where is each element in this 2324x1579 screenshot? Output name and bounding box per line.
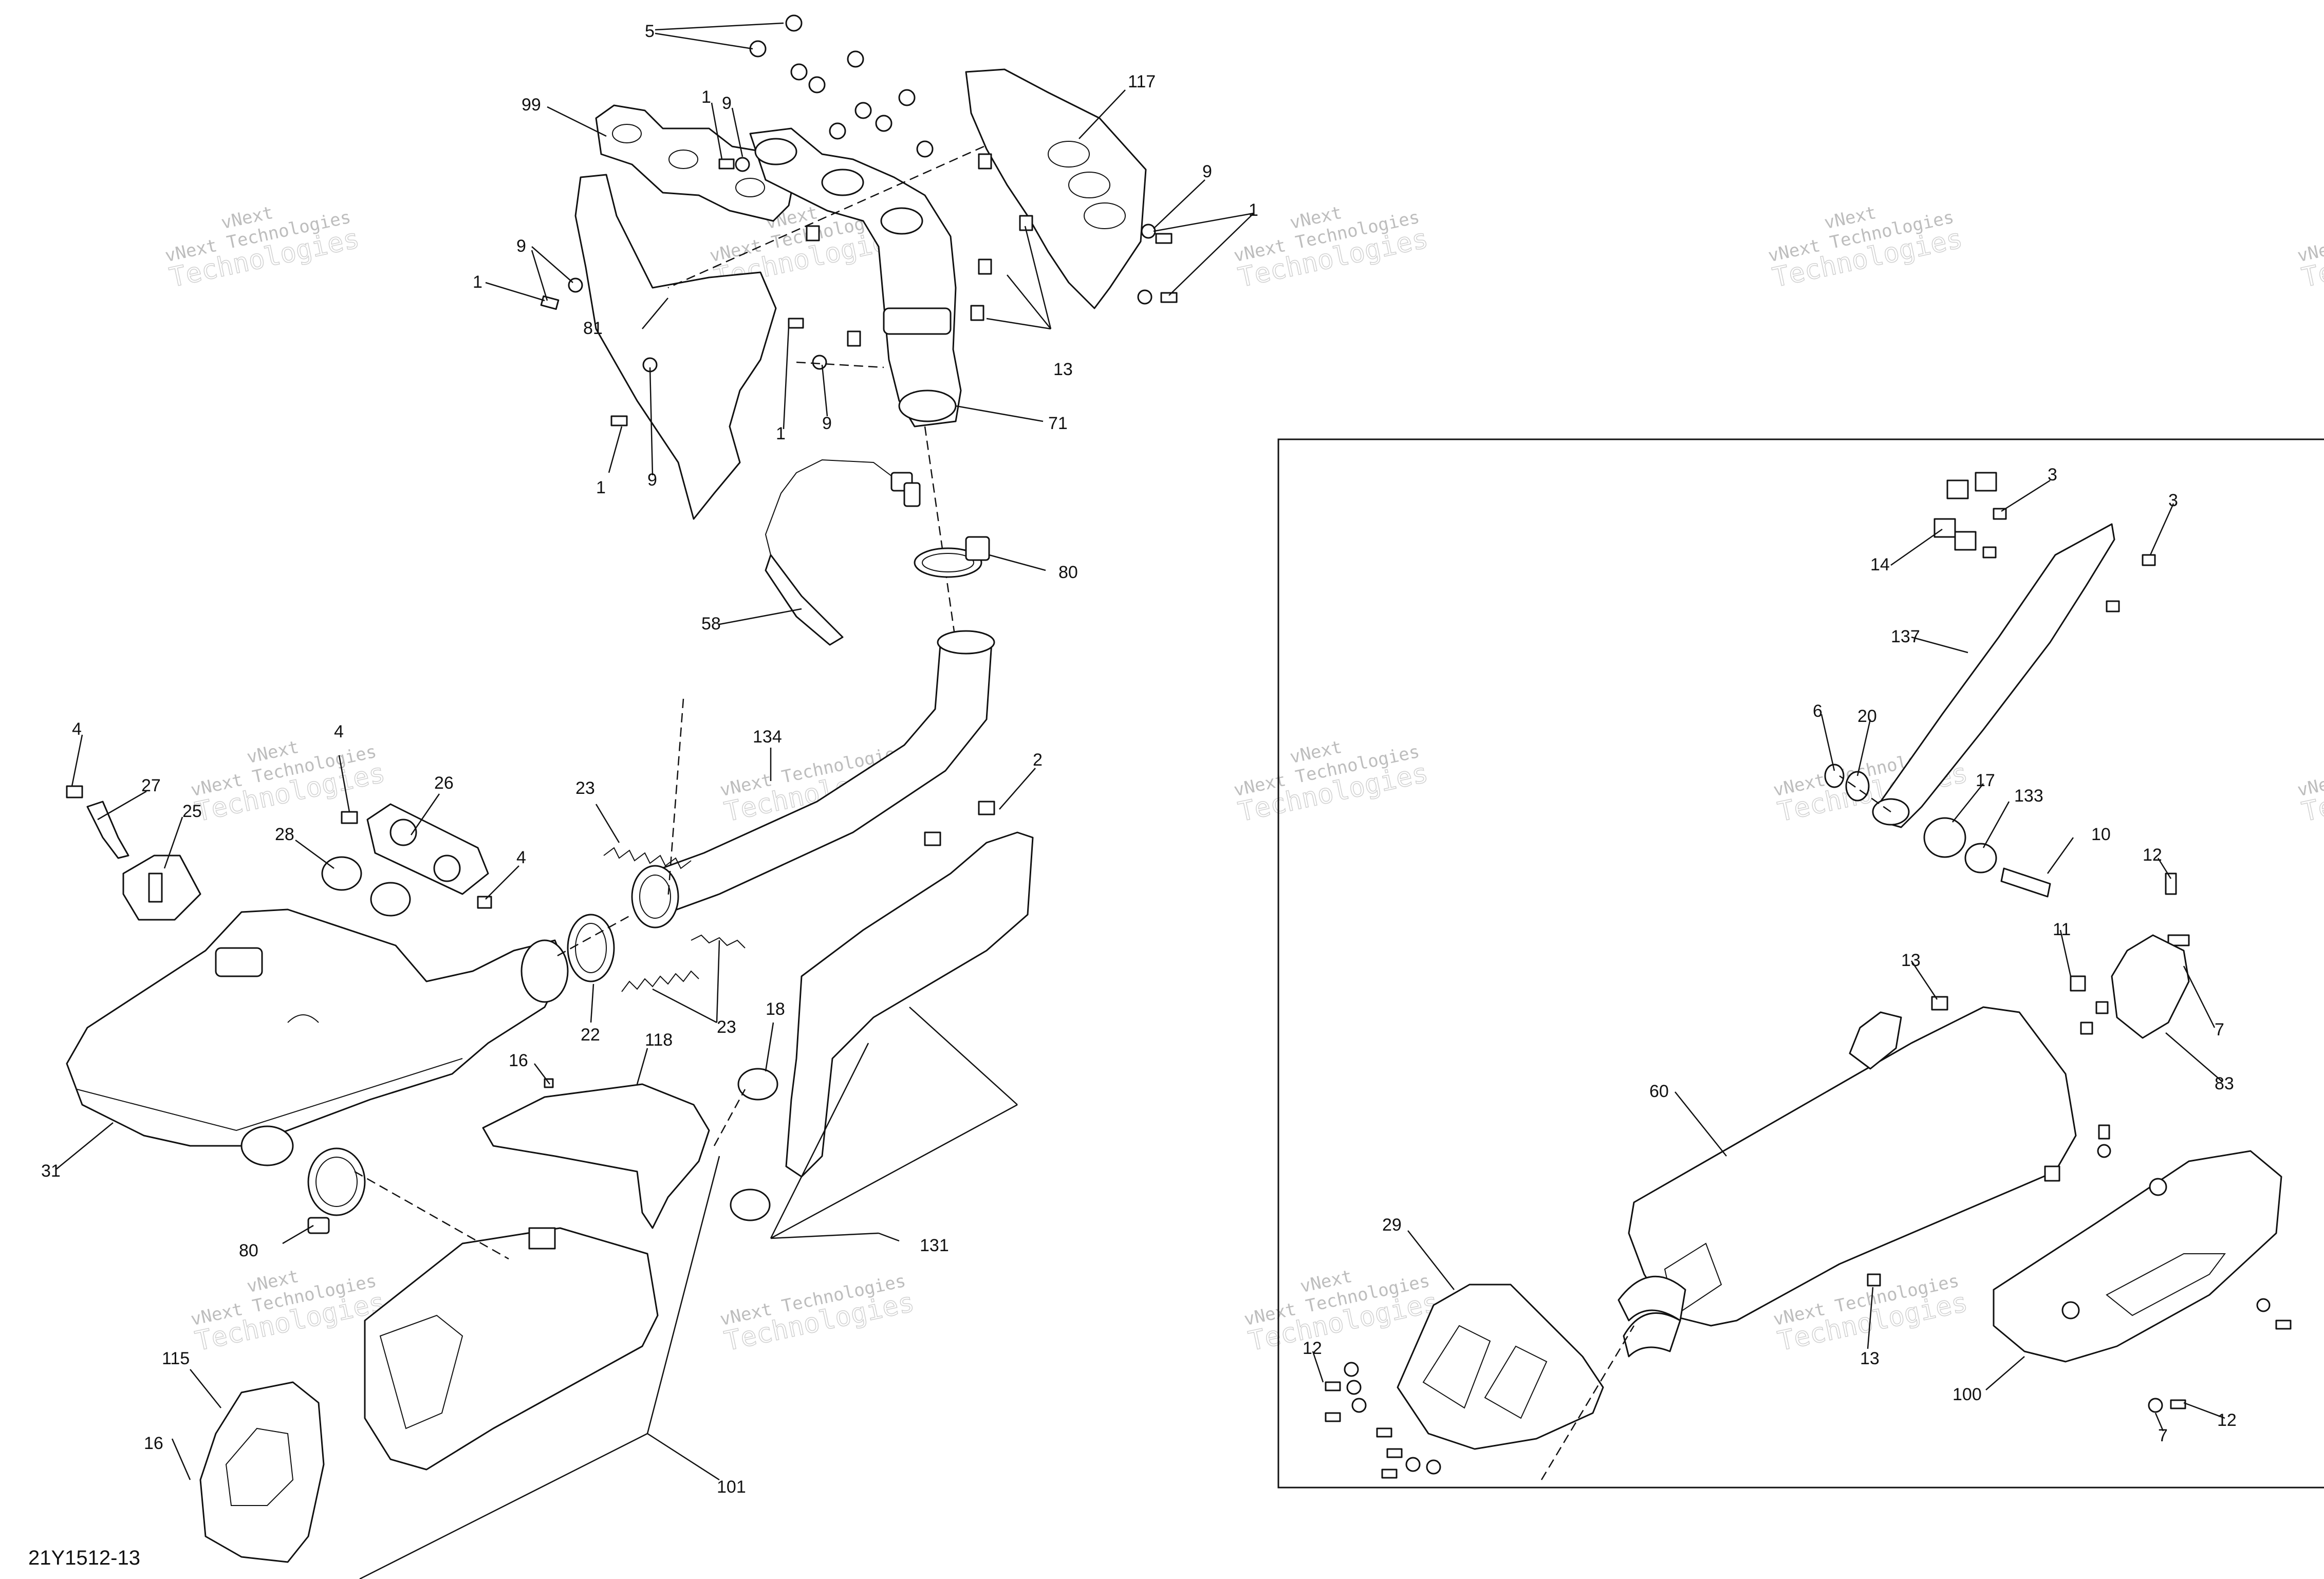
callout-3: 3 xyxy=(2048,465,2057,485)
callout-134: 134 xyxy=(753,727,782,747)
callout-6: 6 xyxy=(1813,701,1823,721)
callout-131: 131 xyxy=(920,1236,949,1255)
leaders-left xyxy=(56,22,1254,1579)
watermark: vNext vNext Technologies Technologies xyxy=(1767,202,1966,294)
callout-16: 16 xyxy=(144,1434,163,1453)
callout-9: 9 xyxy=(822,414,832,433)
callout-17: 17 xyxy=(1976,771,1995,790)
end-cap-115 xyxy=(199,1381,325,1563)
hanger-group xyxy=(66,785,492,921)
callout-1: 1 xyxy=(1249,200,1258,220)
watermark: vNext vNext Technologies Technologies xyxy=(163,202,363,294)
callout-14: 14 xyxy=(1870,555,1890,574)
callout-22: 22 xyxy=(581,1025,600,1045)
callout-16: 16 xyxy=(509,1051,528,1070)
callout-12: 12 xyxy=(2217,1410,2237,1430)
callout-115: 115 xyxy=(162,1349,190,1368)
oxygen-sensor xyxy=(765,459,921,646)
leaders-right xyxy=(1312,479,2225,1432)
callout-5: 5 xyxy=(645,22,655,41)
watermark: vNext Technologies Technologies xyxy=(2296,207,2324,294)
callout-1: 1 xyxy=(776,424,786,443)
callout-117: 117 xyxy=(1128,72,1156,91)
exhaust-manifold-group xyxy=(540,14,1178,679)
callout-13: 13 xyxy=(1053,360,1073,379)
callout-4: 4 xyxy=(516,848,526,867)
watermark: vNext Technologies Technologies xyxy=(718,1271,918,1358)
svg-text:vNext Technologies: vNext Technologies xyxy=(2296,207,2324,267)
detail-frame xyxy=(1277,438,2324,1489)
dashed-left xyxy=(354,698,746,1260)
callout-20: 20 xyxy=(1857,707,1877,726)
callout-13: 13 xyxy=(1860,1349,1880,1368)
watermark: vNext vNext Technologies Technologies xyxy=(1242,1266,1442,1358)
muffler-left xyxy=(66,908,569,1166)
bracket-131 xyxy=(730,801,1034,1221)
callout-7: 7 xyxy=(2158,1426,2168,1445)
clamp-lower xyxy=(307,1147,366,1234)
callout-1: 1 xyxy=(473,272,482,292)
right-detail xyxy=(1325,472,2292,1479)
callout-4: 4 xyxy=(334,722,344,741)
callout-12: 12 xyxy=(1303,1339,1322,1358)
callout-10: 10 xyxy=(2091,825,2111,844)
callout-25: 25 xyxy=(182,802,202,821)
callout-labels: 5 99 1 9 117 9 1 9 1 81 13 1 9 9 1 71 80… xyxy=(41,22,2237,1497)
exhaust-pipe xyxy=(631,630,995,928)
watermark: vNext vNext Technologies Technologies xyxy=(189,1266,388,1358)
callout-31: 31 xyxy=(41,1161,61,1181)
callout-80: 80 xyxy=(1058,563,1078,582)
callout-11: 11 xyxy=(2053,920,2071,939)
callout-1: 1 xyxy=(596,478,606,497)
callout-27: 27 xyxy=(141,776,161,795)
callout-23: 23 xyxy=(717,1017,736,1037)
callout-23: 23 xyxy=(575,778,595,798)
heat-shield-upper xyxy=(965,68,1147,309)
callout-83: 83 xyxy=(2215,1074,2234,1093)
heat-shield-lower xyxy=(574,174,777,520)
screw-icons xyxy=(1325,1124,2292,1479)
watermark: vNext vNext Technologies Technologies xyxy=(1232,737,1431,828)
callout-9: 9 xyxy=(1202,162,1212,181)
callout-101: 101 xyxy=(717,1477,746,1497)
callout-9: 9 xyxy=(722,94,732,113)
exhaust-manifold xyxy=(749,127,962,428)
callout-133: 133 xyxy=(2014,786,2043,806)
callout-71: 71 xyxy=(1048,414,1068,433)
diagram-id: 21Y1512-13 xyxy=(28,1547,140,1569)
callout-58: 58 xyxy=(701,614,721,634)
callout-12: 12 xyxy=(2143,845,2162,865)
spring-icons xyxy=(603,847,746,992)
dashed-right xyxy=(1540,775,1891,1480)
callout-7: 7 xyxy=(2215,1020,2224,1039)
callout-9: 9 xyxy=(647,470,657,490)
bolt-icons xyxy=(540,157,1178,426)
svg-text:vNext Technologies: vNext Technologies xyxy=(2296,741,2324,801)
callout-99: 99 xyxy=(522,95,541,115)
nut-icons xyxy=(749,14,934,158)
callout-4: 4 xyxy=(72,719,82,739)
heat-shield-118 xyxy=(482,1078,710,1229)
callout-118: 118 xyxy=(645,1030,673,1050)
callout-13: 13 xyxy=(1901,951,1921,970)
callout-81: 81 xyxy=(583,319,603,338)
callout-26: 26 xyxy=(434,773,454,793)
callout-80: 80 xyxy=(239,1241,258,1260)
callout-100: 100 xyxy=(1953,1385,1982,1404)
callout-29: 29 xyxy=(1382,1215,1402,1235)
watermark: vNext Technologies Technologies xyxy=(2296,741,2324,828)
callout-137: 137 xyxy=(1891,627,1920,646)
callout-3: 3 xyxy=(2168,491,2178,510)
callout-9: 9 xyxy=(516,236,526,256)
callout-2: 2 xyxy=(1033,750,1043,770)
callout-1: 1 xyxy=(701,87,711,107)
callout-18: 18 xyxy=(766,999,785,1019)
callout-28: 28 xyxy=(275,825,294,844)
muffler-cover xyxy=(364,1227,659,1471)
clamp-upper xyxy=(914,536,990,578)
gasket-ring xyxy=(567,914,615,982)
callout-60: 60 xyxy=(1649,1082,1669,1101)
